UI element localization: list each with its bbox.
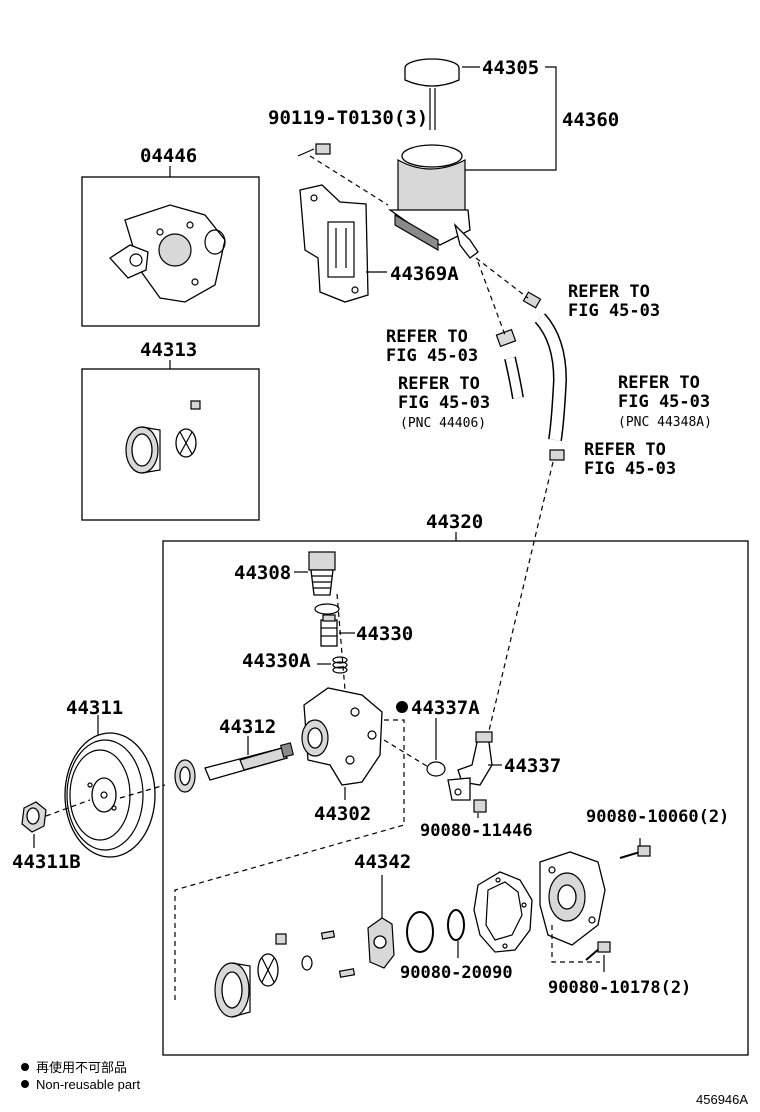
pulley-nut-44311B xyxy=(21,801,47,833)
box-44313 xyxy=(81,368,260,521)
spring-44330A xyxy=(332,656,348,674)
label-44337: 44337 xyxy=(504,755,561,777)
refer-label-5-fig: FIG 45-03 xyxy=(584,459,676,479)
label-44369A: 44369A xyxy=(390,263,459,285)
refer-label-3-pnc: (PNC 44406) xyxy=(400,416,486,431)
refer-label-4-fig: FIG 45-03 xyxy=(618,392,710,412)
dash-valve-stack xyxy=(336,593,346,691)
o-ring-44337A xyxy=(426,761,446,777)
label-44360: 44360 xyxy=(562,109,619,131)
label-44313: 44313 xyxy=(140,339,197,361)
union-44308 xyxy=(308,551,336,596)
label-44342: 44342 xyxy=(354,851,411,873)
label-44330: 44330 xyxy=(356,623,413,645)
label-90080-11446: 90080-11446 xyxy=(420,821,533,841)
box-44320 xyxy=(162,540,749,1056)
dash-cover-to-bolt xyxy=(551,925,600,963)
dash-hose-to-union xyxy=(487,461,554,736)
label-44311: 44311 xyxy=(66,697,123,719)
bolt-90080-10060 xyxy=(619,845,651,859)
label-44330A: 44330A xyxy=(242,650,311,672)
dash-nut-to-pulley xyxy=(45,799,91,817)
label-90080-10060: 90080-10060(2) xyxy=(586,807,729,827)
bolt-90080-11446 xyxy=(473,799,487,813)
legend-non-reusable-zh: 再使用不可部品 xyxy=(36,1060,127,1075)
pump-shaft-44312 xyxy=(174,742,294,793)
legend-bullet-en xyxy=(21,1080,29,1088)
rear-cover-illustration xyxy=(539,851,606,946)
non-reusable-bullet-44337A xyxy=(396,701,408,713)
supply-hose-illustration xyxy=(495,328,524,399)
reservoir-cap-44305 xyxy=(404,58,460,130)
flow-control-valve-44330 xyxy=(320,614,338,647)
refer-label-4-pnc: (PNC 44348A) xyxy=(618,415,712,430)
bolt-90080-10178 xyxy=(585,941,611,961)
pump-internals-illustration xyxy=(214,930,356,1018)
dash-pulley-to-shaft xyxy=(119,784,166,799)
bracket-44369A xyxy=(299,184,369,303)
label-04446: 04446 xyxy=(140,145,197,167)
o-rings-90080-20090 xyxy=(406,909,465,953)
pump-housing-44302 xyxy=(301,687,383,786)
refer-label-1-fig: FIG 45-03 xyxy=(568,301,660,321)
rear-gasket-illustration xyxy=(473,871,533,953)
cartridge-kit-44313-illustration xyxy=(125,400,201,474)
dash-reservoir-to-supply xyxy=(477,261,506,336)
label-44337A: 44337A xyxy=(411,697,480,719)
o-ring-under-union xyxy=(314,603,340,615)
label-44320: 44320 xyxy=(426,511,483,533)
bolt-90119 xyxy=(297,143,331,157)
label-44302: 44302 xyxy=(314,803,371,825)
label-44312: 44312 xyxy=(219,716,276,738)
box-04446 xyxy=(81,176,260,327)
refer-label-4-title: REFER TO xyxy=(618,373,700,393)
gasket-kit-04446-illustration xyxy=(109,204,226,303)
pulley-44311 xyxy=(64,732,156,858)
label-44305: 44305 xyxy=(482,57,539,79)
dash-bolt-to-bracket xyxy=(309,155,389,206)
label-90119: 90119-T0130(3) xyxy=(268,107,428,129)
label-90080-10178: 90080-10178(2) xyxy=(548,978,691,998)
suction-port-union-44337 xyxy=(447,731,493,801)
refer-label-2-fig: FIG 45-03 xyxy=(386,346,478,366)
label-44308: 44308 xyxy=(234,562,291,584)
legend-bullet-zh xyxy=(21,1063,29,1071)
leader-44360 xyxy=(465,66,557,171)
label-44311B: 44311B xyxy=(12,851,81,873)
label-90080-20090: 90080-20090 xyxy=(400,963,513,983)
refer-label-5-title: REFER TO xyxy=(584,440,666,460)
dash-housing-to-oring xyxy=(383,739,431,769)
pressure-plate-44342 xyxy=(367,917,395,969)
refer-label-3-fig: FIG 45-03 xyxy=(398,393,490,413)
refer-label-1-title: REFER TO xyxy=(568,282,650,302)
refer-label-3-title: REFER TO xyxy=(398,374,480,394)
reservoir-tank-44360 xyxy=(387,144,479,259)
legend-non-reusable-en: Non-reusable part xyxy=(36,1077,140,1092)
illustration-number: 456946A xyxy=(696,1092,748,1107)
dash-housing-to-internals xyxy=(174,719,405,1000)
dash-reservoir-to-clamp xyxy=(475,257,529,299)
return-hose-illustration xyxy=(522,291,568,461)
refer-label-2-title: REFER TO xyxy=(386,327,468,347)
